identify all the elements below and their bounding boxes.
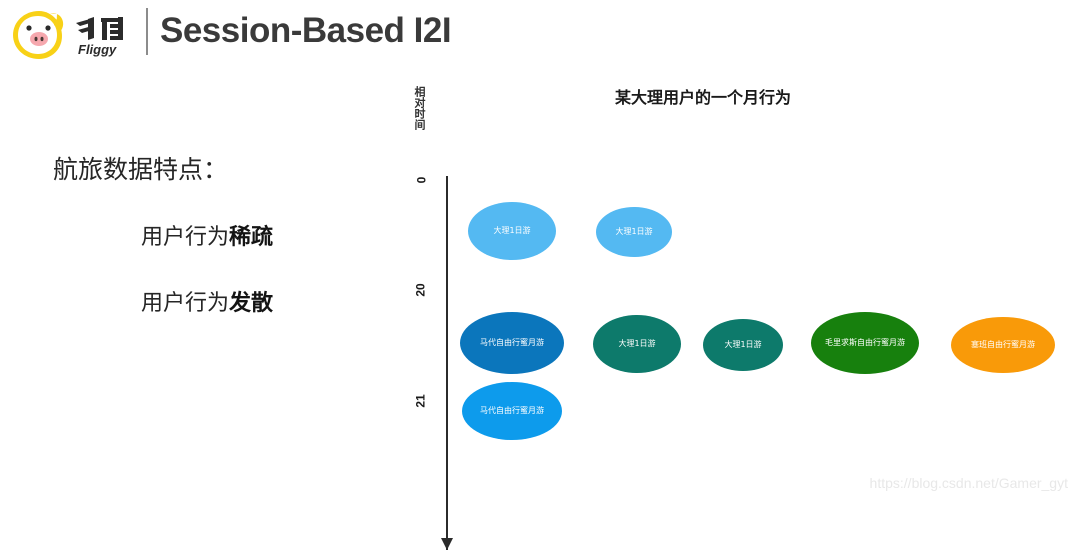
feature-emphasis: 稀疏 bbox=[229, 225, 274, 250]
feature-item-diverse: 用户行为发散 bbox=[141, 288, 393, 320]
fliggy-pig-logo-icon bbox=[10, 8, 68, 62]
behavior-node-label: 塞班自由行蜜月游 bbox=[971, 340, 1035, 349]
behavior-node: 塞班自由行蜜月游 bbox=[951, 317, 1055, 373]
feature-heading: 航旅数据特点： bbox=[53, 155, 229, 184]
behavior-node: 大理1日游 bbox=[593, 315, 681, 373]
behavior-node: 毛里求斯自由行蜜月游 bbox=[811, 312, 919, 374]
y-tick-21: 21 bbox=[413, 394, 428, 408]
y-axis-line bbox=[446, 176, 448, 550]
fliggy-wordmark-icon: Fliggy bbox=[74, 13, 136, 59]
behavior-node: 大理1日游 bbox=[468, 202, 556, 260]
behavior-node: 大理1日游 bbox=[596, 207, 672, 257]
behavior-node-label: 大理1日游 bbox=[724, 340, 762, 349]
page-title: Session-Based I2I bbox=[160, 11, 452, 50]
behavior-node-label: 大理1日游 bbox=[615, 227, 653, 236]
watermark: https://blog.csdn.net/Gamer_gyt bbox=[869, 475, 1068, 491]
feature-prefix: 用户行为 bbox=[141, 225, 230, 250]
behavior-node-label: 毛里求斯自由行蜜月游 bbox=[825, 338, 905, 347]
behavior-node: 马代自由行蜜月游 bbox=[462, 382, 562, 440]
y-tick-0: 0 bbox=[414, 176, 429, 184]
behavior-node: 马代自由行蜜月游 bbox=[460, 312, 564, 374]
feature-emphasis: 发散 bbox=[229, 291, 274, 316]
header-divider bbox=[146, 8, 148, 55]
data-characteristics-block: 航旅数据特点： 用户行为稀疏 用户行为发散 bbox=[53, 152, 393, 320]
slide-header: Fliggy Session-Based I2I bbox=[0, 0, 1080, 72]
user-behavior-chart: 某大理用户的一个月行为 相对时间 0 20 21 大理1日游大理1日游马代自由行… bbox=[400, 72, 1080, 550]
behavior-node-label: 大理1日游 bbox=[618, 339, 656, 348]
feature-prefix: 用户行为 bbox=[141, 291, 230, 316]
behavior-node-label: 马代自由行蜜月游 bbox=[480, 338, 544, 347]
chart-title: 某大理用户的一个月行为 bbox=[615, 88, 792, 107]
behavior-node: 大理1日游 bbox=[703, 319, 783, 371]
y-axis-label: 相对时间 bbox=[413, 86, 426, 130]
svg-text:Fliggy: Fliggy bbox=[78, 42, 117, 57]
behavior-node-label: 马代自由行蜜月游 bbox=[480, 406, 544, 415]
y-axis-arrow-icon bbox=[441, 538, 453, 550]
behavior-node-label: 大理1日游 bbox=[493, 226, 531, 235]
feature-item-sparse: 用户行为稀疏 bbox=[141, 222, 393, 254]
y-tick-20: 20 bbox=[413, 283, 428, 297]
